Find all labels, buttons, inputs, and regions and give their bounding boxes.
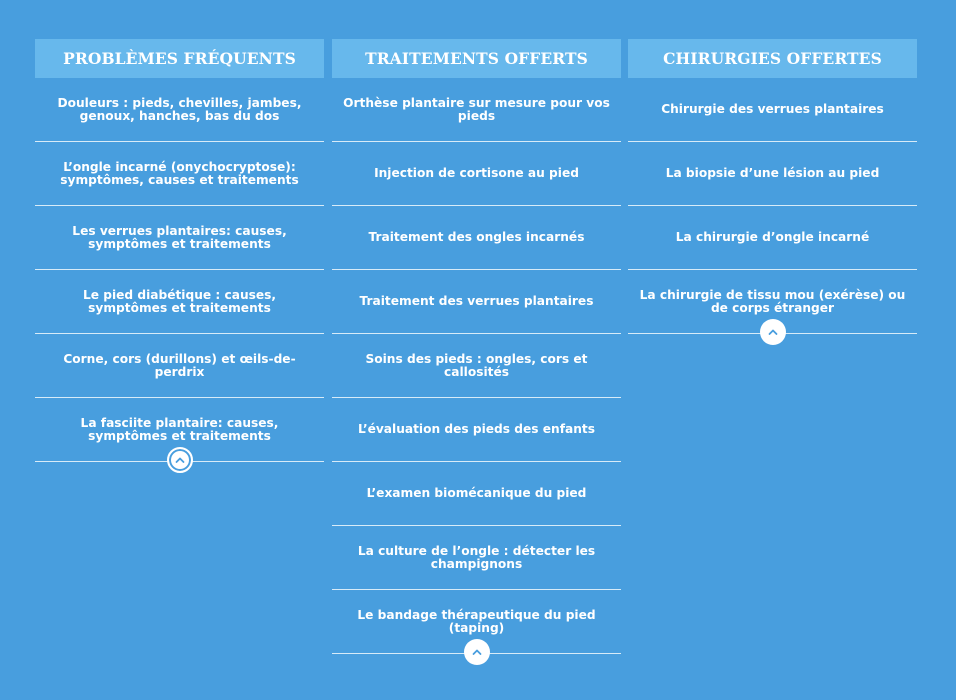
list-item[interactable]: Injection de cortisone au pied	[332, 142, 621, 206]
collapse-toggle-button[interactable]	[759, 319, 786, 345]
chevron-up-icon	[768, 329, 777, 335]
list-item[interactable]: La chirurgie de tissu mou (exérèse) ou d…	[628, 270, 917, 334]
list-item[interactable]: Orthèse plantaire sur mesure pour vos pi…	[332, 78, 621, 142]
list-item[interactable]: L’examen biomécanique du pied	[332, 462, 621, 526]
list-item[interactable]: L’ongle incarné (onychocryptose): symptô…	[35, 142, 324, 206]
chevron-up-icon	[472, 649, 481, 655]
column-title: PROBLÈMES FRÉQUENTS	[35, 39, 324, 78]
list-item[interactable]: Traitement des ongles incarnés	[332, 206, 621, 270]
chevron-up-icon	[175, 457, 184, 463]
list-item[interactable]: Le pied diabétique : causes, symptômes e…	[35, 270, 324, 334]
collapse-toggle-button[interactable]	[463, 639, 490, 665]
list-item[interactable]: La culture de l’ongle : détecter les cha…	[332, 526, 621, 590]
list-item[interactable]: Traitement des verrues plantaires	[332, 270, 621, 334]
collapse-toggle-button[interactable]	[166, 447, 193, 473]
list-item[interactable]: Chirurgie des verrues plantaires	[628, 78, 917, 142]
column-chirurgies-offertes: CHIRURGIES OFFERTES Chirurgie des verrue…	[628, 39, 917, 345]
list-item[interactable]: Corne, cors (durillons) et œils-de-perdr…	[35, 334, 324, 398]
list-item[interactable]: Les verrues plantaires: causes, symptôme…	[35, 206, 324, 270]
column-title: CHIRURGIES OFFERTES	[628, 39, 917, 78]
column-traitements-offerts: TRAITEMENTS OFFERTS Orthèse plantaire su…	[332, 39, 621, 665]
list-item[interactable]: La biopsie d’une lésion au pied	[628, 142, 917, 206]
list-item[interactable]: L’évaluation des pieds des enfants	[332, 398, 621, 462]
column-problemes-frequents: PROBLÈMES FRÉQUENTS Douleurs : pieds, ch…	[35, 39, 324, 473]
column-title: TRAITEMENTS OFFERTS	[332, 39, 621, 78]
list-item[interactable]: Douleurs : pieds, chevilles, jambes, gen…	[35, 78, 324, 142]
list-item[interactable]: La chirurgie d’ongle incarné	[628, 206, 917, 270]
list-item[interactable]: Soins des pieds : ongles, cors et callos…	[332, 334, 621, 398]
